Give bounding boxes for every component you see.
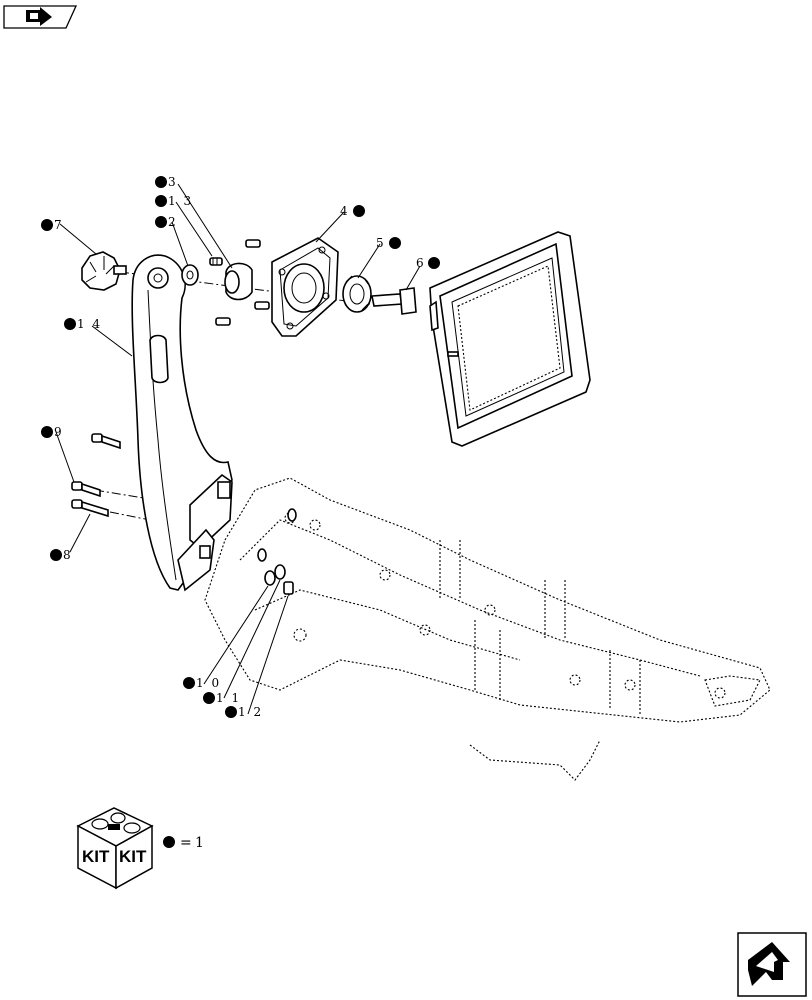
callout-12-label: 1 2 [238,705,263,719]
mounting-plate [271,237,339,337]
callout-7: 7 [41,218,64,232]
arrow-return-icon [748,942,790,986]
callout-11: 1 1 [203,691,241,705]
callout-9-label: 9 [54,425,64,439]
callout-2-label: 2 [168,215,178,229]
kit-right-label: KIT [119,847,147,866]
kit-left-label: KIT [82,847,110,866]
bolt [371,287,417,315]
kit-equals: = [180,835,192,851]
arrow-right-icon [26,7,52,26]
callout-3: 3 [155,175,178,189]
callout-5: 5 [376,236,401,250]
callout-3-label: 3 [168,175,178,189]
screw-8b [71,499,109,518]
callout-5-label: 5 [376,236,386,250]
fastener-12 [283,581,294,595]
callout-14-label: 1 4 [77,317,102,331]
screw-small [209,257,223,266]
callout-12: 1 2 [225,705,263,719]
callout-8: 8 [50,548,73,562]
callout-8-label: 8 [63,548,73,562]
callout-9: 9 [41,425,64,439]
knob [81,251,127,291]
callout-13: 1 3 [155,194,193,208]
screw-8a [71,481,101,498]
kit-legend: KIT KIT = 1 [76,807,204,890]
callout-13-label: 1 3 [168,194,193,208]
plate-screws [215,239,270,326]
washer [181,264,199,286]
kit-value: 1 [195,835,204,851]
kit-marker [163,836,175,848]
next-page-button[interactable] [737,932,807,997]
kit-box-icon: KIT KIT [76,807,154,890]
callout-4: 4 [340,204,365,218]
callout-2: 2 [155,215,178,229]
callout-11-label: 1 1 [216,691,241,705]
chassis-frame [204,477,771,781]
previous-page-button[interactable] [3,5,78,29]
leader-lines [55,183,421,715]
callout-4-label: 4 [340,204,350,218]
clamp-ring [342,275,372,313]
callout-14: 1 4 [64,317,102,331]
fastener-10 [264,570,276,586]
callout-10: 1 0 [183,676,221,690]
callout-7-label: 7 [54,218,64,232]
mounting-arm [131,254,233,592]
mount-nuts [257,508,297,562]
display-monitor [429,231,591,447]
callout-6: 6 [416,256,440,270]
screw-9 [91,433,121,450]
fastener-11 [274,564,286,580]
callout-6-label: 6 [416,256,426,270]
callout-10-label: 1 0 [196,676,221,690]
cap [224,262,253,301]
